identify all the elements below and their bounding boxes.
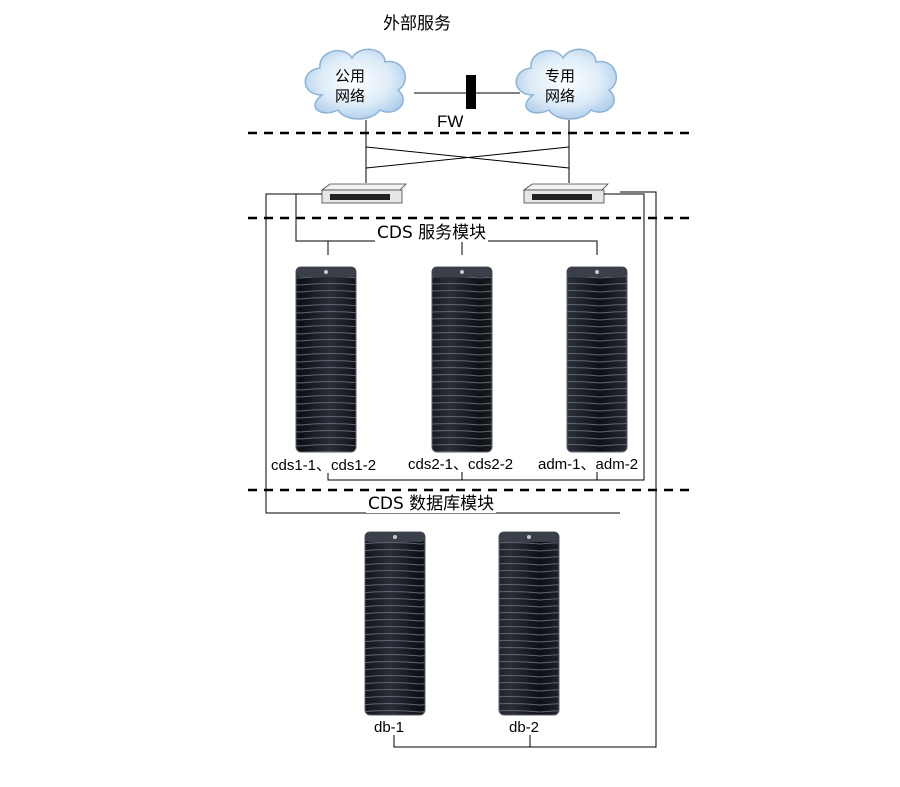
public-network-cloud xyxy=(304,48,407,120)
public-network-line2: 网络 xyxy=(334,87,365,105)
private-network-line2: 网络 xyxy=(544,87,575,105)
server-rack-icon xyxy=(431,266,493,453)
switch-right-icon xyxy=(522,183,609,204)
private-network-label: 专用 网络 xyxy=(535,66,585,106)
server-label-db2: db-2 xyxy=(509,719,540,736)
link-switch-right-service xyxy=(327,193,645,481)
server-rack-icon xyxy=(295,266,357,453)
firewall-label: FW xyxy=(437,112,464,131)
server-label-adm: adm-1、adm-2 xyxy=(538,456,639,473)
public-network-line1: 公用 xyxy=(334,67,365,85)
private-network-line1: 专用 xyxy=(544,67,575,85)
public-network-label: 公用 网络 xyxy=(325,66,375,106)
firewall-icon xyxy=(466,75,476,109)
private-network-cloud xyxy=(515,48,618,120)
service-module-label: CDS 服务模块 xyxy=(375,223,489,243)
link-cross-2 xyxy=(365,146,570,169)
server-label-cds2: cds2-1、cds2-2 xyxy=(408,456,514,473)
switch-left-icon xyxy=(320,183,407,204)
page-title: 外部服务 xyxy=(383,14,451,34)
link-switch-right-db xyxy=(393,191,657,748)
server-label-cds1: cds1-1、cds1-2 xyxy=(271,457,377,474)
server-rack-icon xyxy=(498,531,560,716)
server-label-db1: db-1 xyxy=(374,719,405,736)
server-rack-icon xyxy=(566,266,628,453)
database-module-label: CDS 数据库模块 xyxy=(366,494,497,514)
link-outer-left xyxy=(265,193,620,514)
server-rack-icon xyxy=(364,531,426,716)
